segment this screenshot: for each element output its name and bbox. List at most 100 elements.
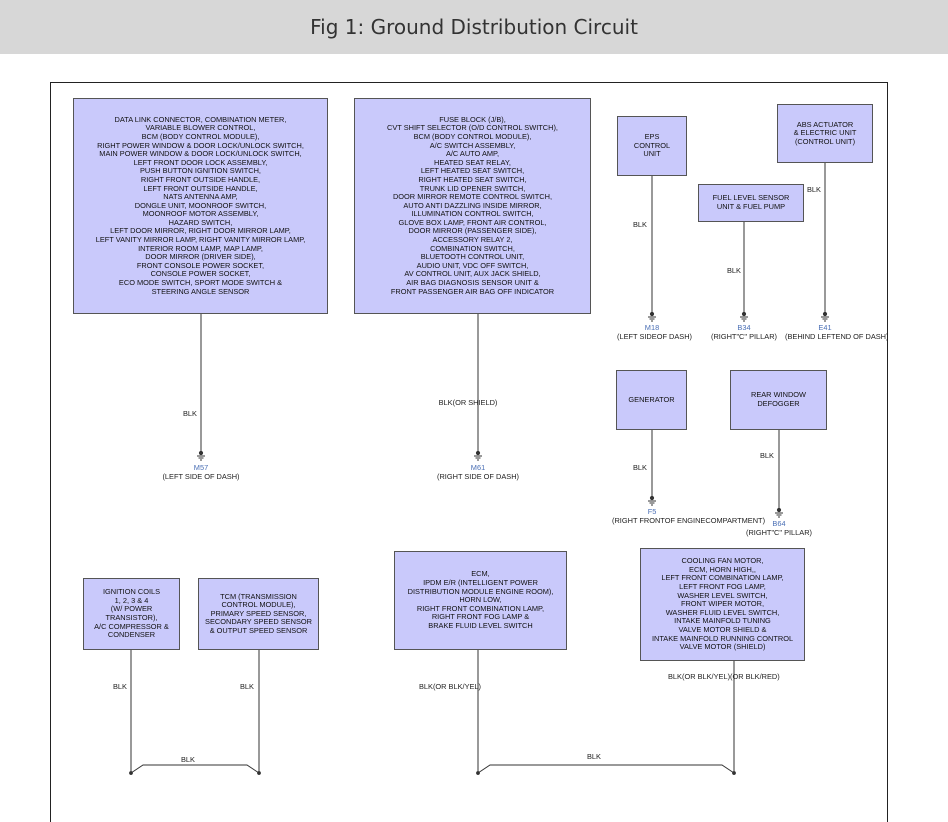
text-line: GLOVE BOX LAMP, FRONT AIR CONTROL,: [398, 217, 547, 227]
text-line: WASHER LEVEL SWITCH,: [677, 590, 768, 600]
ground-symbols: [129, 311, 829, 775]
ground-label-m57: M57 (LEFT SIDE OF DASH): [151, 463, 251, 481]
text-line: (W/ POWER: [110, 604, 153, 614]
text-line: DOOR MIRROR REMOTE CONTROL SWITCH,: [392, 192, 553, 202]
text-line: UNIT & FUEL PUMP: [716, 202, 786, 211]
text-line: FUSE BLOCK (J/B),: [439, 114, 506, 124]
text-line: AUTO ANTI DAZZLING INSIDE MIRROR,: [403, 200, 542, 210]
text-line: (RIGHT SIDE OF DASH): [437, 472, 519, 481]
text-line: 1, 2, 3 & 4: [114, 595, 149, 605]
ground-id-m61: M61: [470, 463, 486, 472]
text-line: DEFOGGER: [757, 399, 800, 408]
bus-bottom-right: [477, 764, 735, 774]
wire-label-fuse: BLK(OR SHIELD): [428, 398, 508, 407]
wire-label-abs: BLK: [807, 185, 821, 194]
ground-symbol-f5: [648, 495, 656, 506]
text-line: RIGHT POWER WINDOW & DOOR LOCK/UNLOCK SW…: [97, 140, 304, 150]
text-line: BCM (BODY CONTROL MODULE),: [413, 131, 532, 141]
text-line: DATA LINK CONNECTOR, COMBINATION METER,: [114, 114, 287, 124]
text-line: LEFT FRONT FOG LAMP,: [679, 582, 766, 592]
text-line: GENERATOR: [628, 394, 675, 404]
text-line: ECM, HORN HIGH,,: [689, 564, 756, 574]
text-line: CONDENSER: [107, 630, 156, 640]
text-line: (CONTROL UNIT): [794, 136, 856, 146]
text-line: ACCESSORY RELAY 2,: [432, 235, 513, 245]
ground-symbol-b64: [775, 507, 783, 518]
text-line: A/C SWITCH ASSEMBLY,: [429, 140, 516, 150]
text-line: RIGHT FRONT FOG LAMP &: [431, 612, 530, 622]
ground-symbol-m57: [197, 450, 205, 461]
ground-label-b64: B64 (RIGHT"C" PILLAR): [744, 519, 814, 537]
ground-symbol-e41: [821, 311, 829, 322]
ground-label-e41: E41 (BEHIND LEFTEND OF DASH): [785, 323, 888, 341]
text-line: CVT SHIFT SELECTOR (O/D CONTROL SWITCH),: [387, 123, 558, 133]
text-line: CONTROL MODULE),: [221, 600, 296, 610]
text-line: (BEHIND LEFT: [785, 332, 836, 341]
text-line: & ELECTRIC UNIT: [793, 128, 857, 138]
wire-label-ignition: BLK: [113, 682, 127, 691]
text-line: (RIGHT: [745, 528, 772, 537]
text-line: DONGLE UNIT, MOONROOF SWITCH,: [134, 200, 267, 210]
text-line: WASHER FLUID LEVEL SWITCH,: [665, 607, 780, 617]
text-line: TCM (TRANSMISSION: [220, 591, 297, 601]
component-box-fuse-block-group: FUSE BLOCK (J/B),CVT SHIFT SELECTOR (O/D…: [354, 98, 591, 314]
text-line: BLK: [418, 682, 433, 691]
text-line: INTAKE MAINFOLD RUNNING CONTROL: [651, 633, 794, 643]
ground-id-m18: M18: [644, 323, 660, 332]
text-line: FRONT PASSENGER AIR BAG OFF INDICATOR: [390, 286, 555, 296]
ground-label-m61: M61 (RIGHT SIDE OF DASH): [428, 463, 528, 481]
text-line: LEFT FRONT DOOR LOCK ASSEMBLY,: [133, 157, 268, 167]
ground-id-b34: B34: [737, 323, 751, 332]
junction-dot-tcm: [257, 771, 261, 775]
text-line: A/C AUTO AMP,: [445, 149, 500, 159]
text-line: "C" PILLAR): [736, 332, 778, 341]
component-box-generator: GENERATOR: [616, 370, 687, 430]
figure-title-bar: Fig 1: Ground Distribution Circuit: [0, 0, 948, 54]
ground-id-f5: F5: [647, 507, 657, 516]
ground-symbol-m61: [474, 450, 482, 461]
text-line: (LEFT SIDE: [617, 332, 657, 341]
text-line: VALVE MOTOR (SHIELD): [679, 642, 766, 652]
text-line: REAR WINDOW: [750, 390, 806, 400]
text-line: (LEFT SIDE OF DASH): [162, 472, 240, 481]
ground-id-b64: B64: [772, 519, 786, 528]
text-line: CONSOLE POWER SOCKET,: [150, 269, 251, 279]
ground-desc-f5: (RIGHT FRONTOF ENGINECOMPARTMENT): [612, 516, 765, 525]
figure-title: Fig 1: Ground Distribution Circuit: [310, 15, 638, 39]
text-line: (RIGHT FRONT: [612, 516, 665, 525]
component-box-abs-actuator: ABS ACTUATOR& ELECTRIC UNIT(CONTROL UNIT…: [777, 104, 873, 163]
ground-desc-b34: (RIGHT"C" PILLAR): [709, 332, 779, 341]
text-line: RIGHT HEATED SEAT SWITCH,: [418, 174, 527, 184]
text-line: LEFT VANITY MIRROR LAMP, RIGHT VANITY MI…: [95, 235, 306, 245]
text-line: STEERING ANGLE SENSOR: [151, 286, 250, 296]
text-line: ILLUMINATION CONTROL SWITCH,: [411, 209, 534, 219]
text-line: TRANSISTOR),: [105, 613, 158, 622]
text-line: AIR BAG DIAGNOSIS SENSOR UNIT &: [406, 278, 539, 288]
text-line: DOOR MIRROR (DRIVER SIDE),: [145, 252, 256, 262]
wire-label-bottom-left-bus: BLK: [181, 755, 195, 764]
ground-desc-m57: (LEFT SIDE OF DASH): [151, 472, 251, 481]
text-line: & OUTPUT SPEED SENSOR: [209, 625, 308, 635]
wire-label-eps: BLK: [633, 220, 647, 229]
text-line: HORN LOW,: [459, 595, 502, 605]
text-line: (OR BLK/RED): [730, 672, 780, 681]
text-line: OF ENGINE: [664, 516, 706, 525]
wire-label-defogger: BLK: [760, 451, 774, 460]
ground-desc-m18: (LEFT SIDEOF DASH): [617, 332, 692, 341]
text-line: ECO MODE SWITCH, SPORT MODE SWITCH &: [118, 278, 283, 288]
text-line: LEFT FRONT COMBINATION LAMP,: [661, 573, 784, 583]
text-line: ECM,: [471, 569, 490, 579]
text-line: OF DASH): [656, 332, 693, 341]
text-line: (OR SHIELD): [452, 398, 498, 407]
junction-dot-ignition: [129, 771, 133, 775]
text-line: PRIMARY SPEED SENSOR,: [210, 608, 307, 618]
text-line: LEFT HEATED SEAT SWITCH,: [420, 166, 525, 176]
text-line: NATS ANTENNA AMP,: [163, 192, 238, 202]
ground-desc-e41: (BEHIND LEFTEND OF DASH): [785, 332, 888, 341]
ground-label-f5: F5 (RIGHT FRONTOF ENGINECOMPARTMENT): [612, 507, 765, 525]
component-box-cooling-fan-group: COOLING FAN MOTOR,ECM, HORN HIGH,,LEFT F…: [640, 548, 805, 661]
text-line: IGNITION COILS: [102, 587, 161, 597]
